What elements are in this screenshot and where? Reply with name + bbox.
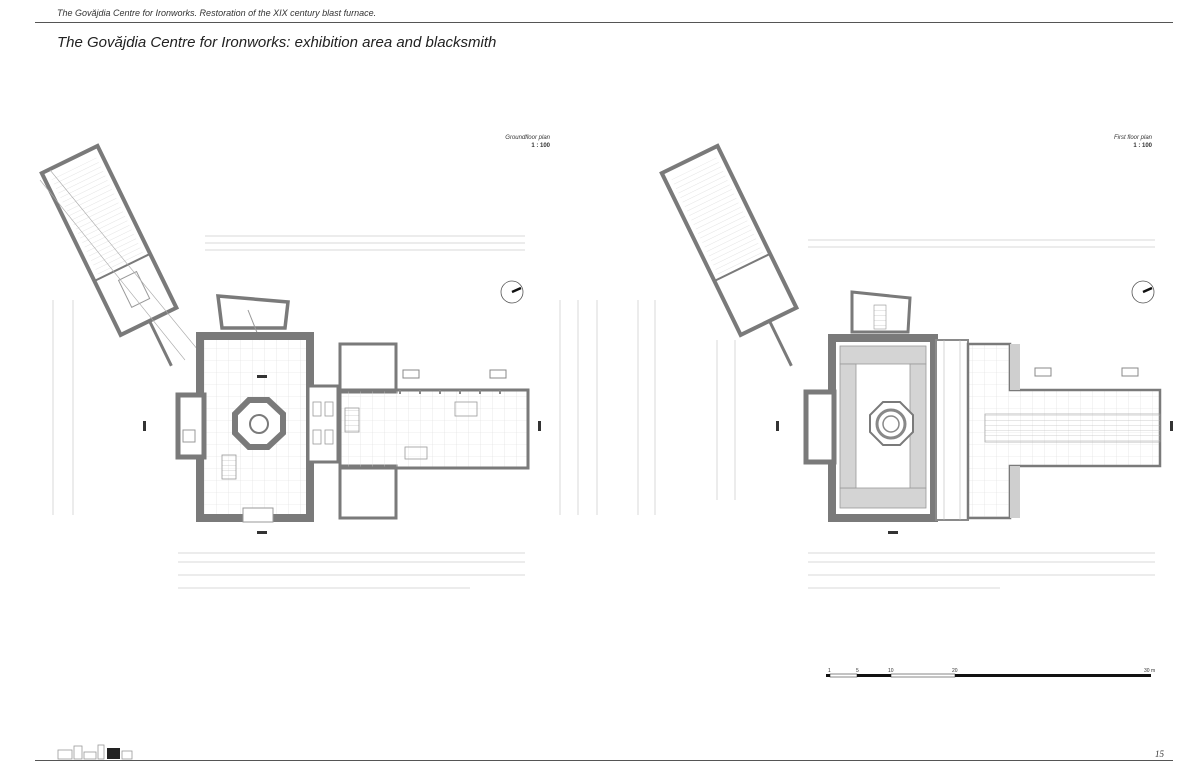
header-rule <box>35 22 1173 23</box>
scale-tick-10: 10 <box>888 668 894 674</box>
groundfloor-dimensions-top <box>205 235 525 251</box>
firstfloor-plan-title: First floor plan <box>1113 135 1152 141</box>
groundfloor-plan-label: Groundfloor plan 1 : 100 <box>470 134 550 150</box>
scale-tick-20: 20 <box>952 668 958 674</box>
sheet-title: The Govăjdia Centre for Ironworks: exhib… <box>57 34 497 51</box>
firstfloor-plan-scale: 1 : 100 <box>1133 143 1152 149</box>
firstfloor-dimensions-bottom <box>808 552 1155 589</box>
scale-tick-1: 1 <box>828 668 831 674</box>
firstfloor-plan-label: First floor plan 1 : 100 <box>1072 134 1152 150</box>
footer-building-icons <box>57 744 133 760</box>
groundfloor-plan-scale: 1 : 100 <box>531 143 550 149</box>
scale-tick-30: 30 m <box>1144 668 1156 674</box>
groundfloor-dimensions-side <box>52 300 598 515</box>
firstfloor-dimensions-side <box>637 300 736 515</box>
groundfloor-plan-title: Groundfloor plan <box>505 135 550 141</box>
groundfloor-dimensions-bottom <box>178 552 525 589</box>
firstfloor-plan <box>637 143 1173 589</box>
groundfloor-north-arrow-icon <box>500 280 524 304</box>
groundfloor-annex <box>39 143 180 367</box>
footer-rule <box>35 760 1173 761</box>
firstfloor-dimensions-top <box>808 239 1155 248</box>
page-number: 15 <box>1155 749 1164 759</box>
firstfloor-north-arrow-icon <box>1131 280 1155 304</box>
running-title: The Govăjdia Centre for Ironworks. Resto… <box>57 8 377 18</box>
scale-tick-5: 5 <box>856 668 859 674</box>
groundfloor-plan <box>39 143 598 589</box>
firstfloor-annex <box>659 143 800 367</box>
scale-bar <box>826 673 1151 678</box>
